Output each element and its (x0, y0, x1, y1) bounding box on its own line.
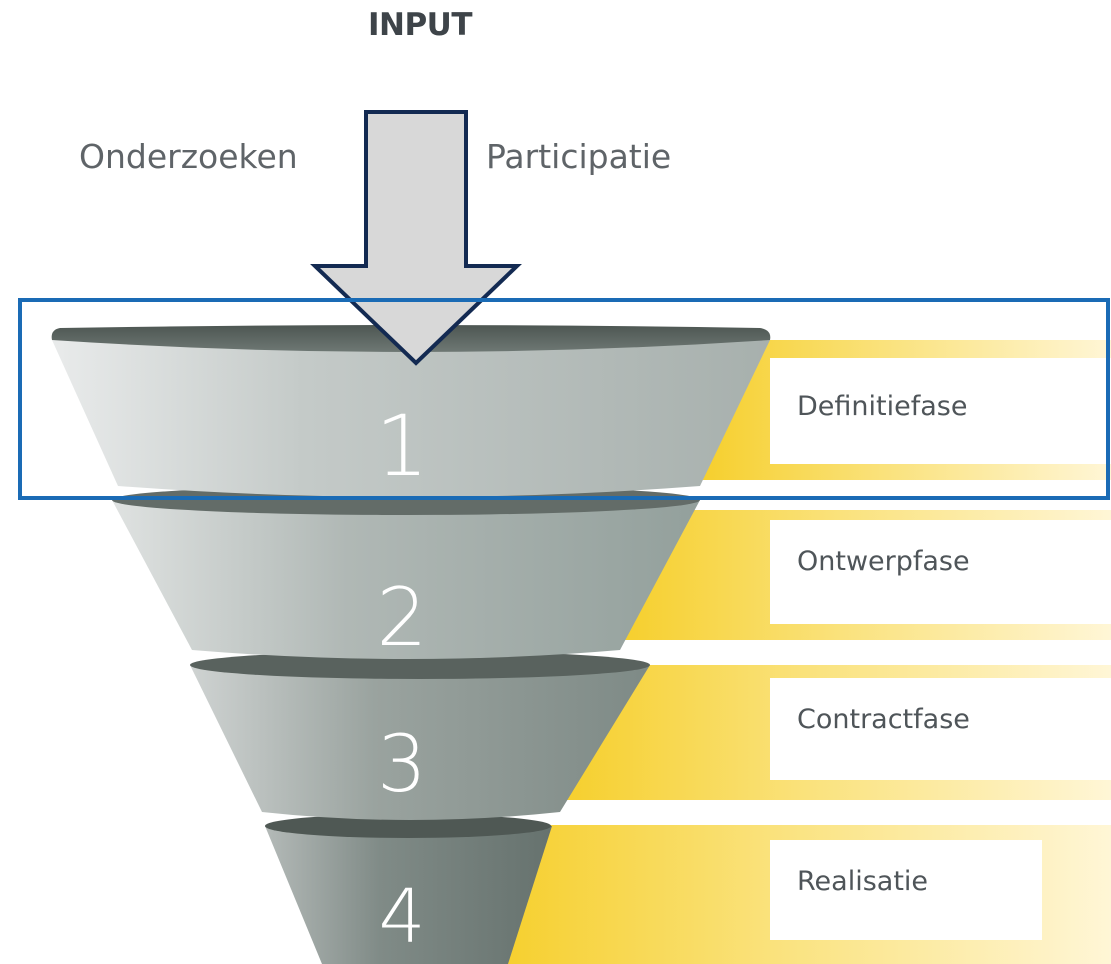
stage-label-box-3 (770, 678, 1111, 780)
stage-label-2: Ontwerpfase (797, 546, 970, 577)
stage-label-3: Contractfase (797, 704, 970, 735)
stage-label-4: Realisatie (797, 866, 929, 897)
input-title: INPUT (367, 7, 473, 43)
stage-label-box-4 (770, 840, 1042, 940)
stage-number-1: 1 (375, 397, 429, 495)
stage-number-4: 4 (378, 874, 426, 960)
right-label: Participatie (486, 137, 672, 176)
funnel-segment-1 (52, 340, 770, 497)
stage-number-2: 2 (376, 571, 428, 664)
stage-label-box-2 (770, 520, 1111, 624)
stage-label-1: Definitiefase (797, 391, 968, 422)
funnel-segment-2 (112, 500, 700, 659)
highlight-frame (18, 298, 1110, 500)
left-label: Onderzoeken (79, 137, 298, 176)
funnel-segment-3 (190, 665, 650, 820)
stage-number-3: 3 (377, 720, 427, 810)
stage-label-box-1 (770, 358, 1111, 464)
funnel-segment-4 (265, 826, 552, 964)
